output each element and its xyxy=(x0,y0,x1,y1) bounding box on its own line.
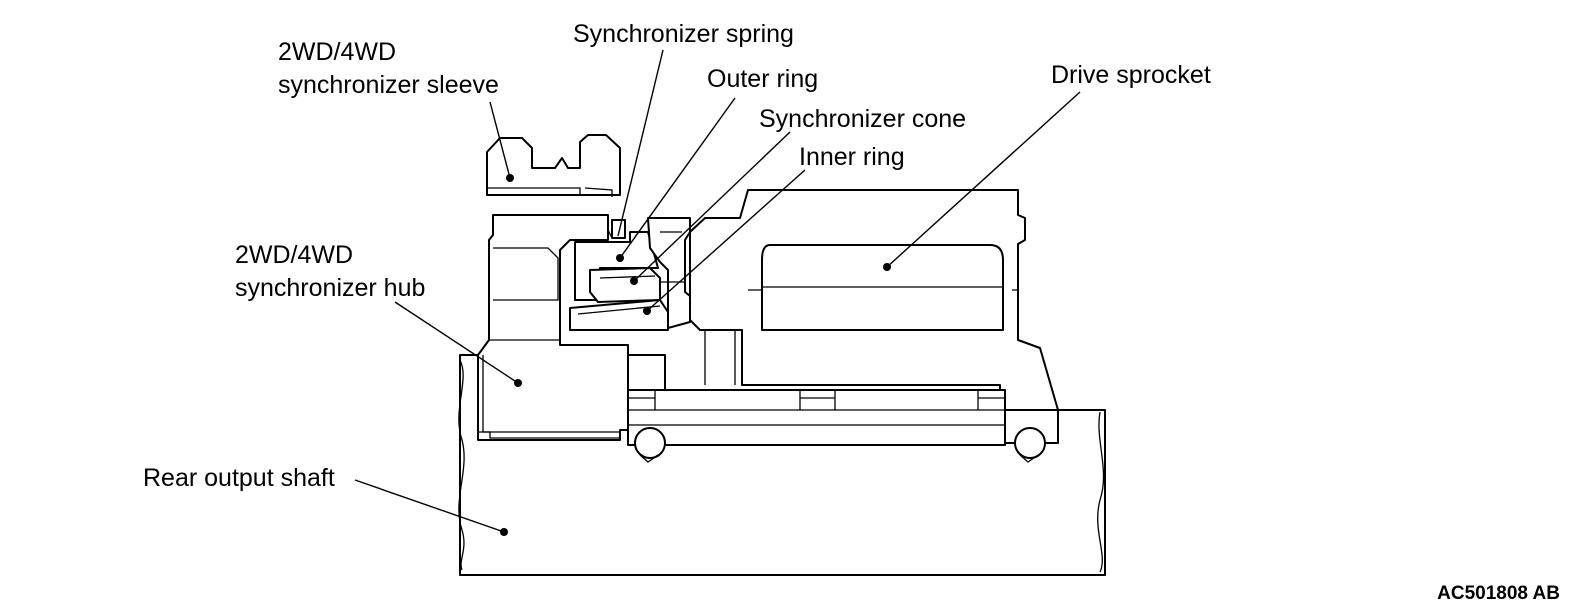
leader-cone xyxy=(633,131,791,282)
leader-shaft-dot xyxy=(500,528,508,536)
leader-hub-dot xyxy=(514,379,522,387)
leader-sleeve xyxy=(489,101,511,179)
leader-shaft xyxy=(354,479,505,533)
label-drive-sprocket: Drive sprocket xyxy=(1051,61,1211,89)
leader-lines xyxy=(354,49,1081,536)
leader-sprocket xyxy=(886,91,1081,268)
leader-inner-ring-dot xyxy=(643,307,651,315)
leader-spring xyxy=(617,49,664,237)
synchronizer-cone xyxy=(589,267,661,303)
figure-code: AC501808 AB xyxy=(1437,583,1560,604)
bearing-spacer xyxy=(627,389,1046,463)
label-synchronizer-cone: Synchronizer cone xyxy=(759,105,966,133)
label-sleeve-line2: synchronizer sleeve xyxy=(278,71,499,99)
label-sleeve-line1: 2WD/4WD xyxy=(278,38,396,66)
label-outer-ring: Outer ring xyxy=(707,65,818,93)
label-inner-ring: Inner ring xyxy=(799,143,905,171)
label-synchronizer-spring: Synchronizer spring xyxy=(573,20,794,48)
synchronizer-sleeve xyxy=(486,134,621,197)
synchronizer-spring xyxy=(607,219,626,239)
leader-sleeve-dot xyxy=(506,174,514,182)
label-hub-line1: 2WD/4WD xyxy=(235,241,353,269)
leader-hub xyxy=(394,301,519,384)
drive-sprocket xyxy=(689,189,1059,411)
label-hub-line2: synchronizer hub xyxy=(235,274,425,302)
leader-outer-ring-dot xyxy=(616,254,624,262)
leader-cone-dot xyxy=(630,277,638,285)
leader-inner-ring xyxy=(646,169,806,312)
leader-sprocket-dot xyxy=(883,263,891,271)
leader-outer-ring xyxy=(619,97,736,259)
label-rear-output-shaft: Rear output shaft xyxy=(143,464,335,492)
